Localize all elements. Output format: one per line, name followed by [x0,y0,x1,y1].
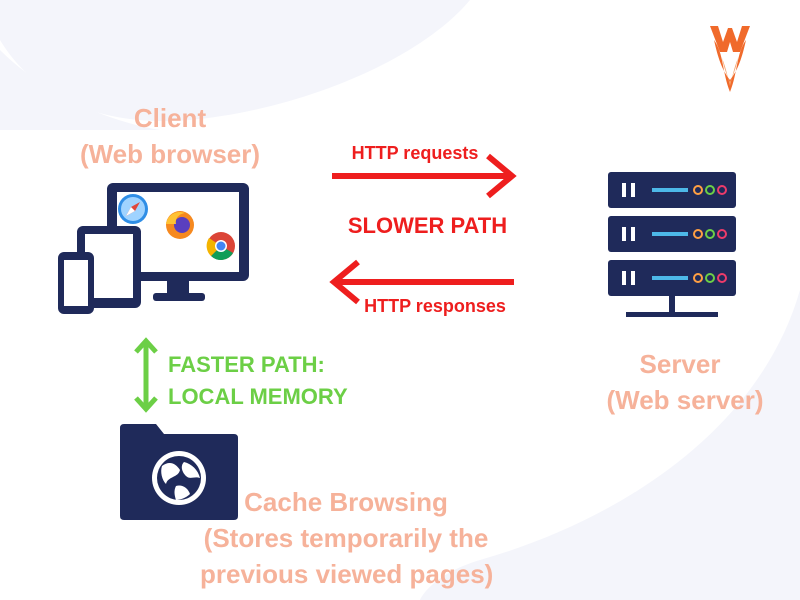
server-title: Server [639,349,721,379]
background-blob-left [0,0,470,122]
cache-description-line1: (Stores temporarily the [203,523,489,553]
globe-icon [152,451,206,505]
server-rack-icon [608,172,736,317]
server-unit-3 [608,260,736,296]
globe-folder-icon [120,424,238,520]
cache-title: Cache Browsing [244,487,448,517]
server-subtitle: (Web server) [606,385,764,415]
firefox-icon [166,211,194,239]
devices-icon [58,183,249,314]
local-memory-label: LOCAL MEMORY [168,384,348,409]
background-blob-bottom-right [420,290,800,600]
client-title: Client [133,103,207,133]
cache-description-line2: previous viewed pages) [200,559,494,589]
chrome-icon [206,232,235,261]
http-responses-label: HTTP responses [364,296,506,316]
server-unit-2 [608,216,736,252]
safari-icon [118,194,148,224]
w-flame-logo [710,26,750,92]
faster-path-label: FASTER PATH: [168,352,325,377]
server-unit-1 [608,172,736,208]
slower-path-label: SLOWER PATH [347,213,508,238]
client-subtitle: (Web browser) [79,139,261,169]
http-requests-label: HTTP requests [351,143,479,163]
